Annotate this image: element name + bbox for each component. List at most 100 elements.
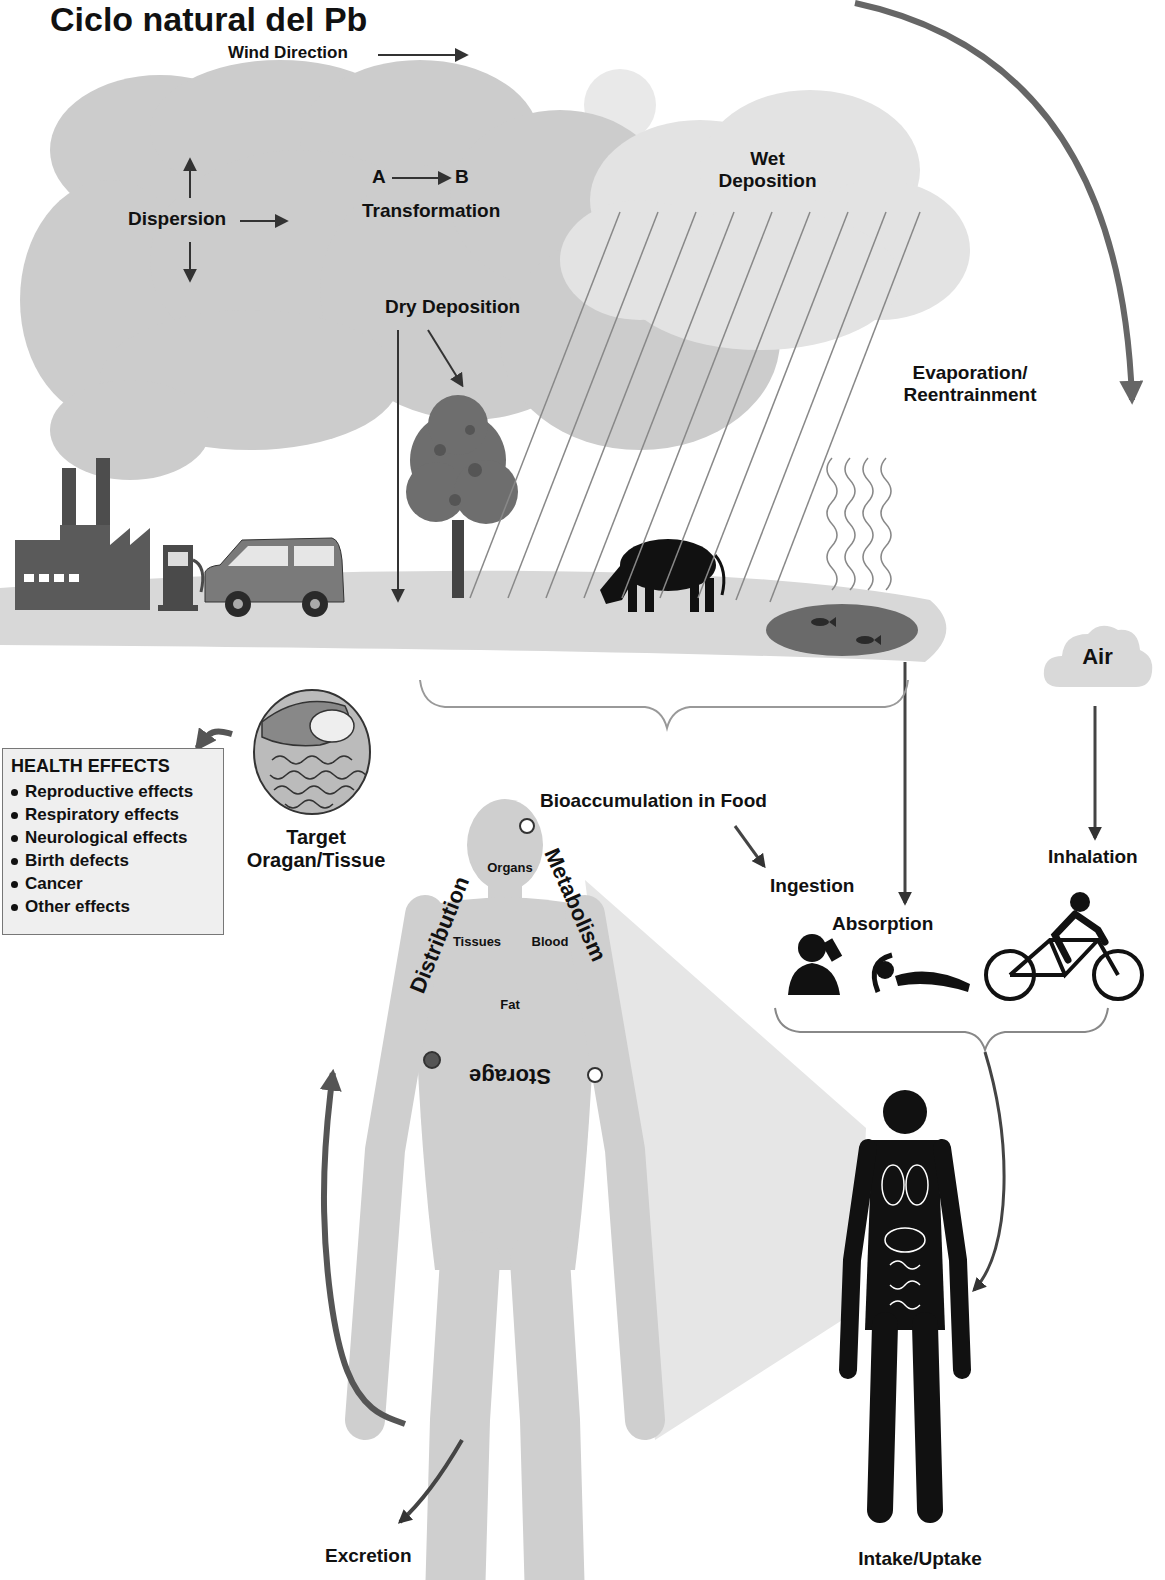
- factory: [39, 574, 49, 582]
- label-box: B: [455, 166, 469, 188]
- flow-arrow: [324, 1073, 405, 1424]
- tree: [465, 425, 475, 435]
- list-item-row: Neurological effects: [11, 826, 215, 849]
- diagram-label: Absorption: [832, 913, 933, 934]
- exposure-arrows: [1094, 706, 1097, 838]
- pond: [811, 618, 829, 626]
- factory: [54, 574, 64, 582]
- label-box: Wind Direction: [228, 43, 348, 63]
- ground: [0, 571, 946, 662]
- rain-cloud: [790, 180, 970, 320]
- rain-cloud: [620, 210, 900, 350]
- bullet-dot: [11, 835, 18, 842]
- ring-label-holder: Storage: [469, 1063, 551, 1089]
- rain-lines: [736, 212, 886, 600]
- evaporation-waves: [881, 458, 891, 590]
- evaporation-waves: [827, 458, 891, 590]
- cow: [628, 580, 637, 612]
- pond: [829, 617, 836, 627]
- process-arrows: [378, 54, 466, 56]
- label-box: Ingestion: [770, 875, 854, 897]
- intake-bracket: [775, 1008, 1108, 1050]
- car: [228, 546, 288, 566]
- list-item: Respiratory effects: [25, 805, 179, 824]
- car: [310, 599, 320, 609]
- food-bracket: [420, 680, 908, 728]
- bullet-dot: [11, 789, 18, 796]
- gas-pump: [158, 545, 203, 611]
- rain-lines: [508, 212, 658, 598]
- intake-figure: [890, 1261, 920, 1309]
- emission-plume: [150, 60, 410, 200]
- exposure-arrows: [904, 662, 907, 903]
- process-arrows: [189, 160, 191, 198]
- pond: [766, 604, 918, 656]
- list-item: Other effects: [25, 897, 130, 916]
- bullet-dot: [11, 881, 18, 888]
- air-cloud: Air: [1040, 612, 1155, 702]
- body-distribution: DistributionMetabolismStorageOrgansTissu…: [405, 800, 630, 1580]
- magnification-cone: [585, 880, 866, 1440]
- ground: [0, 571, 946, 662]
- ring-label-holder: Organs: [487, 860, 533, 876]
- intake-figure: [942, 1148, 962, 1370]
- emission-plume: [500, 230, 780, 450]
- cow: [620, 539, 716, 591]
- label-box: Dispersion: [128, 208, 226, 230]
- diagram-label: B: [455, 166, 469, 187]
- rain-lines: [546, 212, 696, 598]
- return-arrow: [855, 3, 1132, 400]
- intake-figure: [865, 1140, 945, 1330]
- emission-plume: [100, 310, 400, 450]
- exposure-arrows: [735, 662, 1095, 903]
- diagram-label: Dispersion: [128, 208, 226, 229]
- cycle-dots: [424, 1052, 440, 1068]
- cycle-label: Organs: [487, 860, 533, 875]
- intake-arrow: [974, 1052, 1004, 1290]
- tree: [449, 494, 461, 506]
- diagram-label: Excretion: [325, 1545, 412, 1566]
- tree: [406, 462, 466, 522]
- label-box: Inhalation: [1048, 846, 1138, 868]
- process-arrows: [428, 330, 462, 385]
- tree: [410, 412, 506, 508]
- rain-lines: [770, 212, 920, 602]
- label-box: A: [372, 166, 386, 188]
- factory: [96, 458, 110, 588]
- body-figure: [467, 799, 543, 891]
- rain-lines: [470, 212, 620, 598]
- swimmer: [874, 955, 892, 992]
- node-text: Air: [1082, 644, 1113, 669]
- pond: [856, 636, 874, 644]
- excretion-arrow: [400, 1440, 462, 1522]
- drinking-person: [788, 963, 840, 995]
- label-box: Wet Deposition: [705, 148, 830, 192]
- factory: [62, 468, 76, 588]
- car: [294, 546, 334, 566]
- cyclist: [1094, 951, 1142, 999]
- ring-label-holder: Tissues: [453, 934, 501, 950]
- cycle-dots: [588, 1068, 602, 1082]
- factory: [15, 525, 150, 610]
- emission-plume: [150, 150, 450, 370]
- gas-pump: [193, 560, 203, 592]
- list-item: Neurological effects: [25, 828, 188, 847]
- tree: [428, 395, 488, 455]
- cycle-label: Tissues: [453, 934, 501, 949]
- cow: [600, 539, 724, 612]
- body-figure: [585, 915, 645, 1420]
- emission-plume: [300, 60, 540, 220]
- flow-arrow: [197, 731, 232, 748]
- pond: [766, 604, 918, 656]
- cycle-label: Storage: [469, 1064, 551, 1089]
- tree: [468, 463, 482, 477]
- ring-label-holder: Blood: [532, 934, 569, 950]
- intake-figure: [882, 1165, 904, 1205]
- rain-cloud: [560, 200, 720, 320]
- sun: [584, 69, 656, 141]
- intake-figure: [906, 1165, 928, 1205]
- label-box: Evaporation/ Reentrainment: [885, 362, 1055, 406]
- car: [233, 599, 243, 609]
- bullet-dot: [11, 858, 18, 865]
